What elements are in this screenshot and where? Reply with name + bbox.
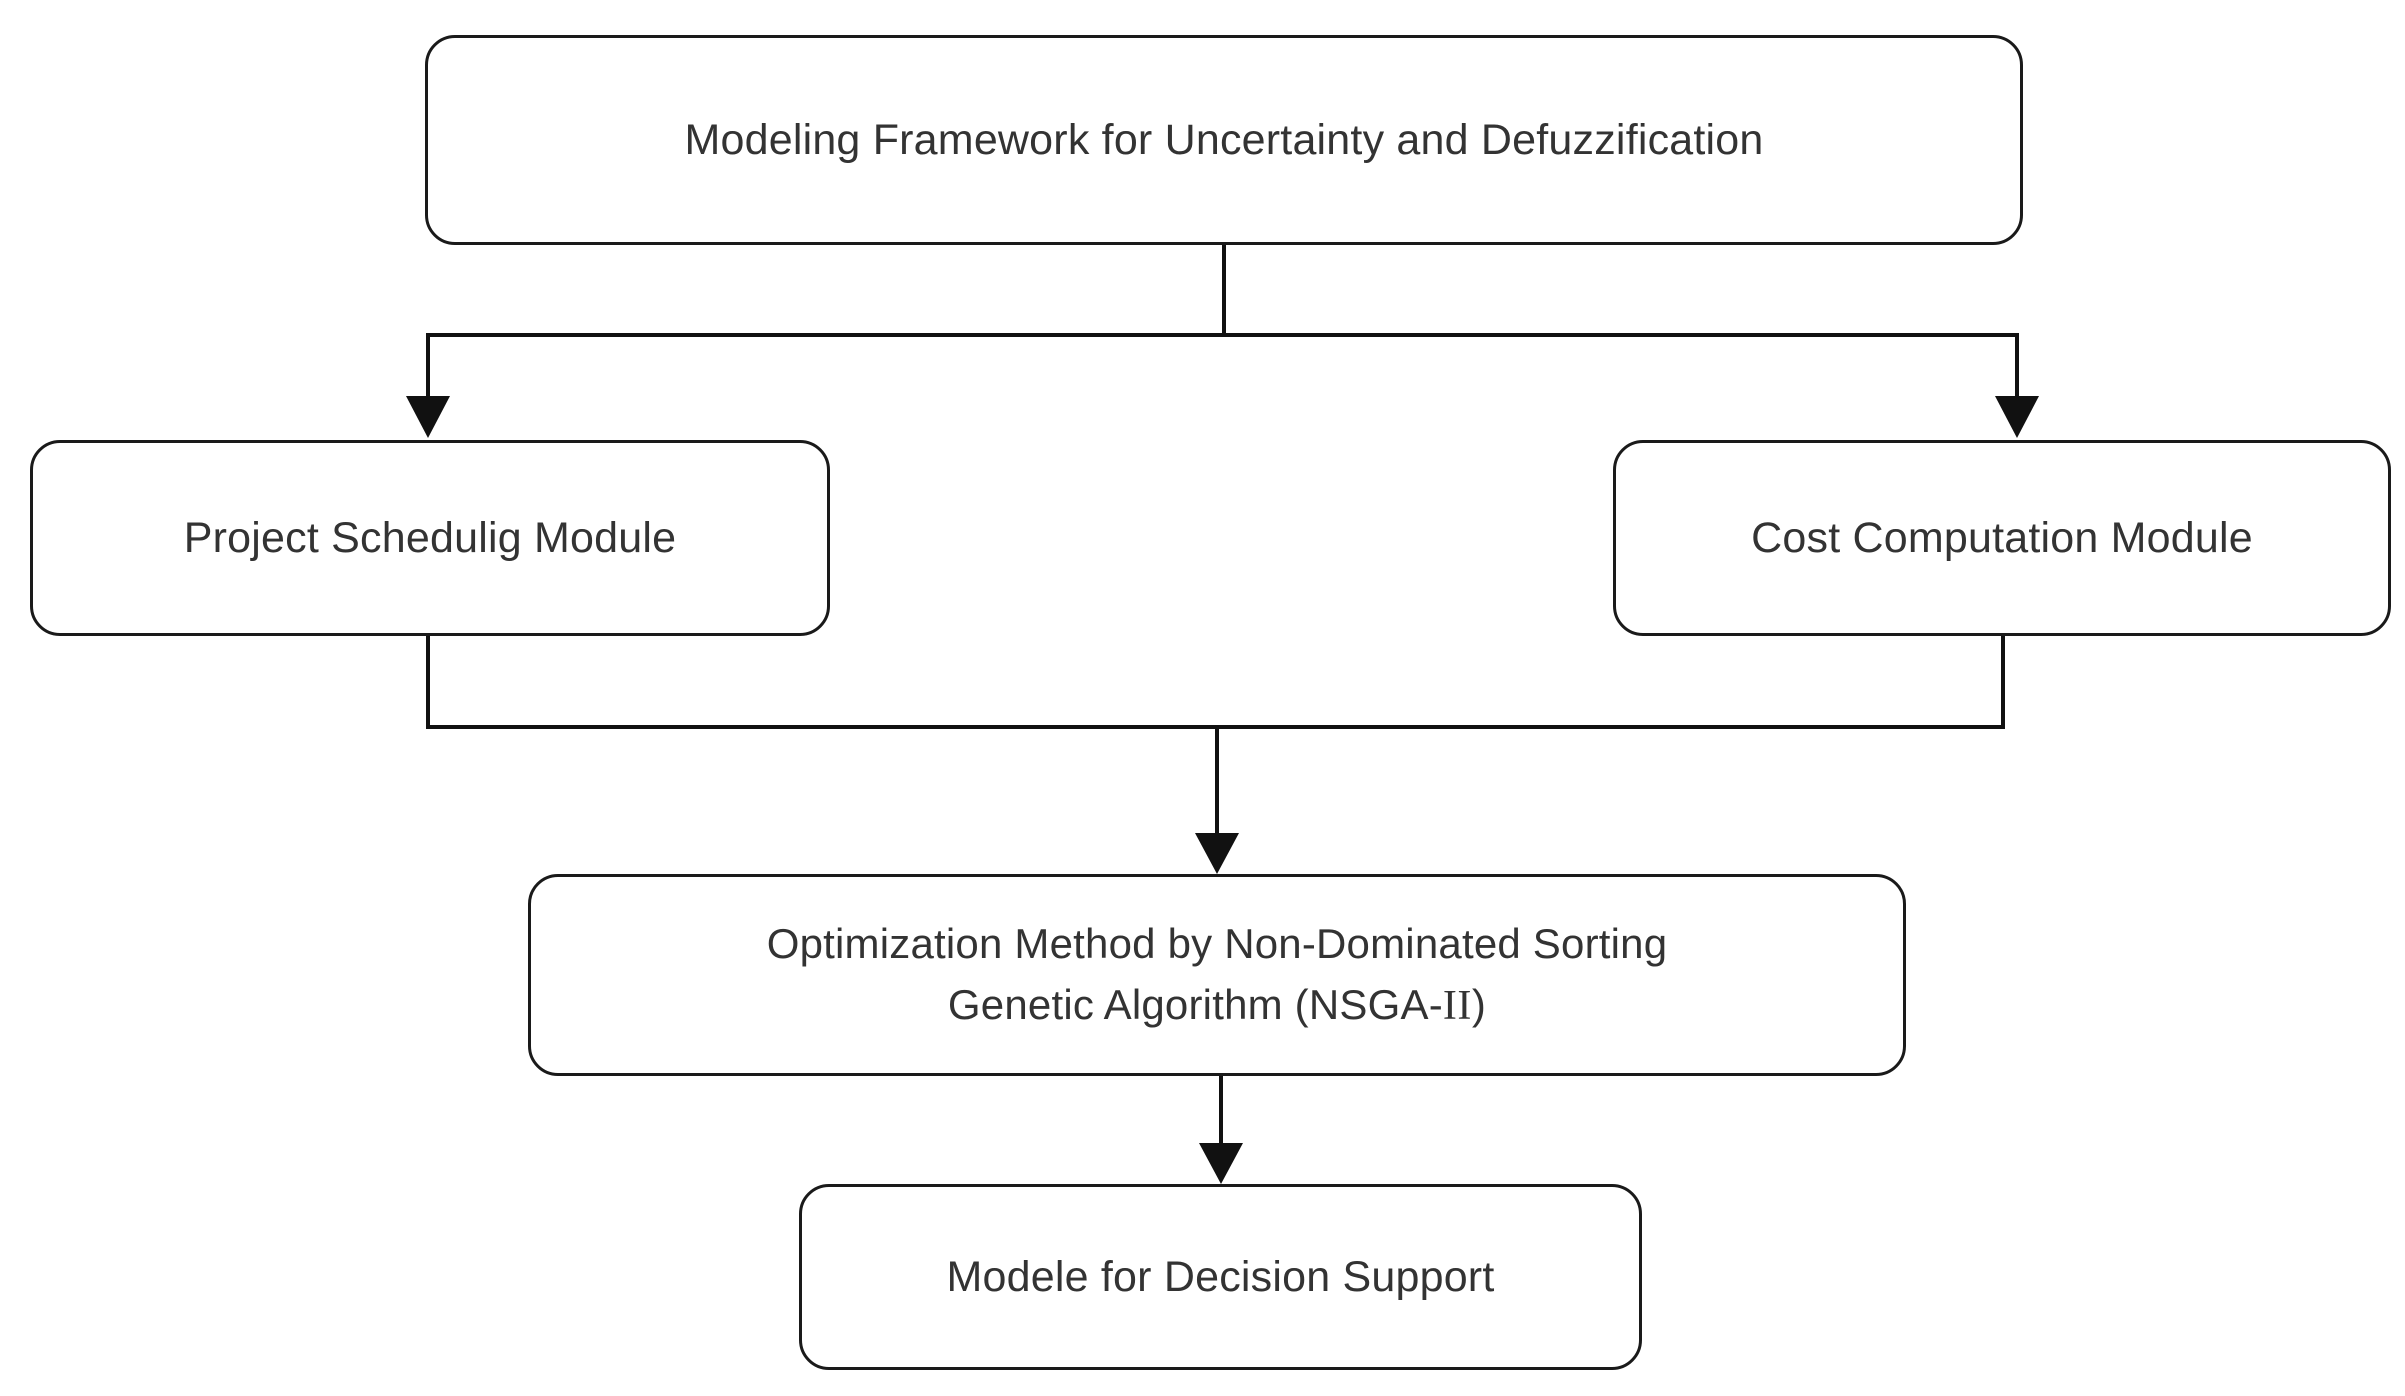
node-modeling-framework-label: Modeling Framework for Uncertainty and D…	[684, 115, 1764, 164]
arrowhead-to-optimization	[1195, 833, 1239, 874]
node-cost-computation-module-label: Cost Computation Module	[1751, 513, 2253, 562]
node-optimization-line-2: Genetic Algorithm (NSGA-II)	[557, 975, 1877, 1037]
arrowhead-to-decision	[1199, 1143, 1243, 1184]
node-optimization-line-1: Optimization Method by Non-Dominated Sor…	[766, 919, 1668, 967]
node-modeling-framework[interactable]: Modeling Framework for Uncertainty and D…	[425, 35, 2023, 245]
node-project-scheduling-module-label: Project Schedulig Module	[183, 513, 677, 562]
node-optimization-nsga2[interactable]: Optimization Method by Non-Dominated Sor…	[528, 874, 1906, 1076]
edge-root-to-modules	[406, 243, 2039, 438]
node-optimization-roman-numeral: II	[1442, 982, 1472, 1029]
node-optimization-line-2-prefix: Genetic Algorithm (NSGA-	[947, 980, 1443, 1028]
arrowhead-to-cost	[1995, 396, 2039, 438]
node-project-scheduling-module[interactable]: Project Schedulig Module	[30, 440, 830, 636]
node-cost-computation-module[interactable]: Cost Computation Module	[1613, 440, 2391, 636]
arrowhead-to-scheduling	[406, 396, 450, 438]
node-decision-support[interactable]: Modele for Decision Support	[799, 1184, 1642, 1370]
node-decision-support-label: Modele for Decision Support	[946, 1252, 1495, 1301]
node-optimization-line-2-suffix: )	[1471, 980, 1487, 1028]
edge-optimization-to-decision	[1199, 1074, 1243, 1184]
node-optimization-nsga2-label: Optimization Method by Non-Dominated Sor…	[557, 914, 1877, 1037]
edge-modules-to-optimization	[426, 634, 2005, 874]
